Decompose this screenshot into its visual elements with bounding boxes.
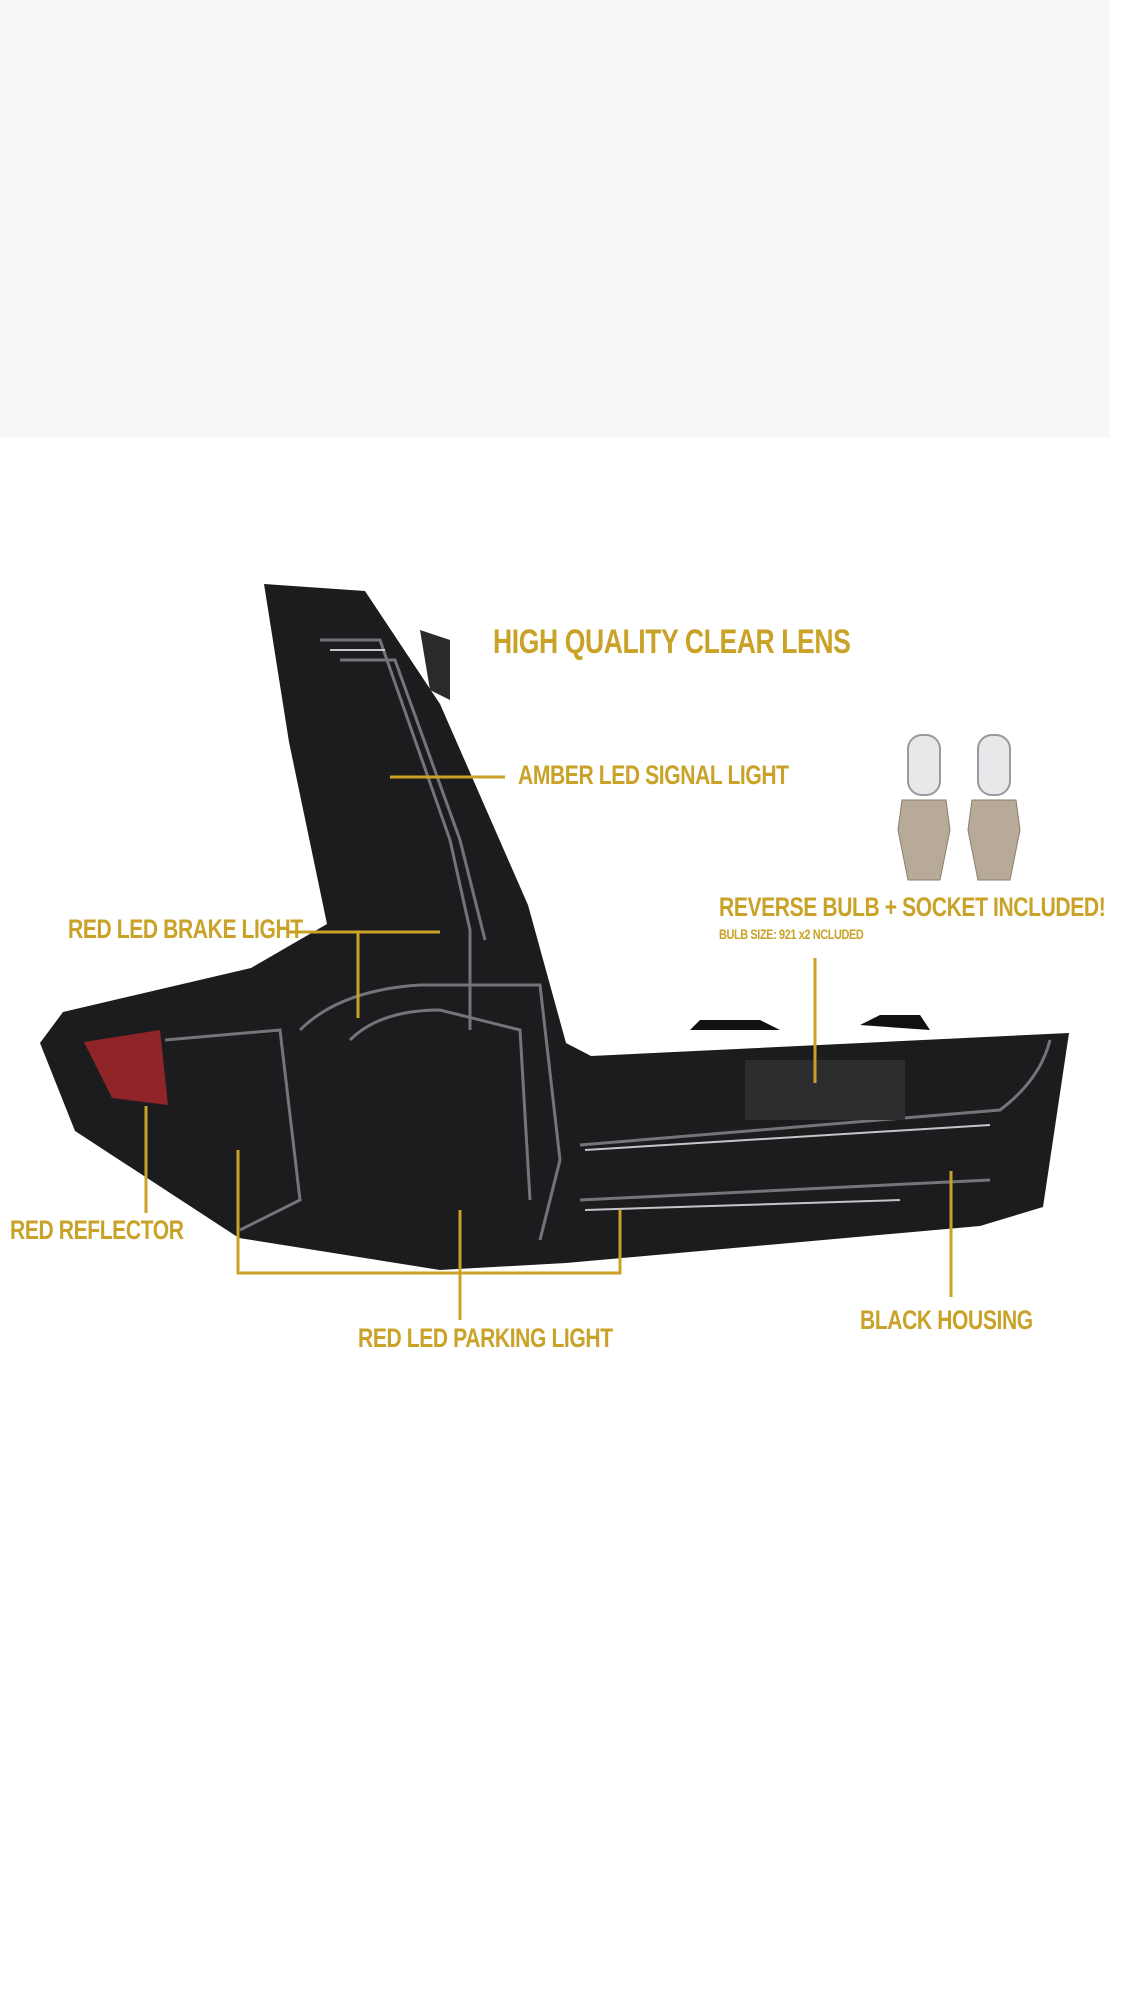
callout-lines [144, 775, 953, 1320]
label-amber-signal: AMBER LED SIGNAL LIGHT [518, 760, 789, 790]
lens-highlights [330, 649, 991, 1211]
brake-leader [289, 930, 440, 1018]
label-reverse-bulb: REVERSE BULB + SOCKET INCLUDED! [719, 892, 1106, 922]
clear-lens [164, 638, 1052, 1241]
parking-bracket [236, 1150, 622, 1275]
bulb-icon [967, 734, 1021, 881]
top-background-band [0, 0, 1110, 438]
reverse-lens-area [745, 1060, 905, 1120]
label-red-reflector: RED REFLECTOR [10, 1215, 184, 1245]
headline-clear-lens: HIGH QUALITY CLEAR LENS [493, 623, 851, 661]
label-bulb-size: BULB SIZE: 921 x2 NCLUDED [719, 926, 864, 942]
label-red-parking: RED LED PARKING LIGHT [358, 1323, 613, 1353]
label-black-housing: BLACK HOUSING [860, 1305, 1033, 1335]
label-red-brake: RED LED BRAKE LIGHT [68, 914, 303, 944]
bulb-icon [897, 734, 951, 881]
bulbs [897, 734, 1021, 881]
red-reflector [84, 1030, 168, 1105]
